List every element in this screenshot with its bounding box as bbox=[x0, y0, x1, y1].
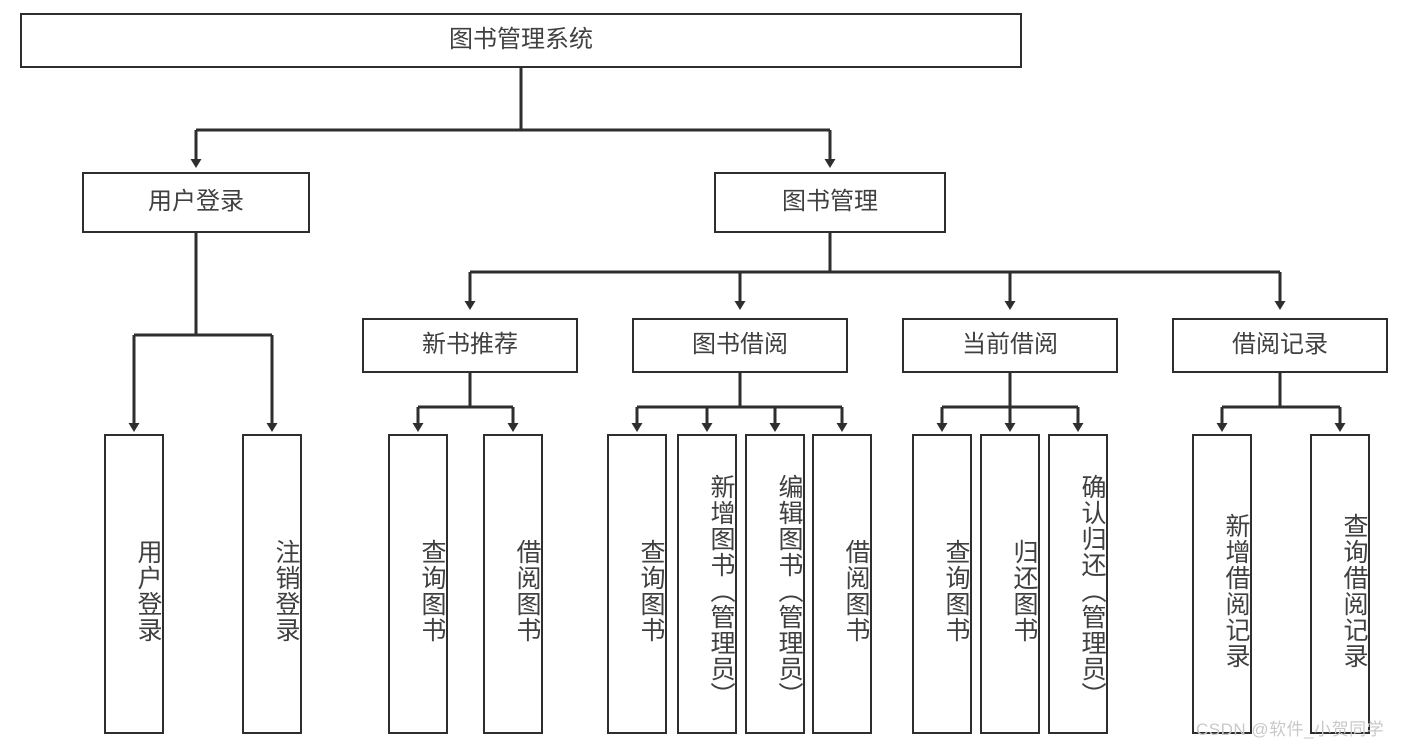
node-label: 图书借阅 bbox=[692, 331, 788, 359]
node-leaf-borrow-book-1[interactable]: 借阅图书 bbox=[483, 434, 543, 734]
node-new-book-recommend[interactable]: 新书推荐 bbox=[362, 318, 578, 373]
node-label: 新书推荐 bbox=[422, 331, 518, 359]
node-leaf-query-book-3[interactable]: 查询图书 bbox=[912, 434, 972, 734]
node-label: 借阅图书 bbox=[513, 539, 541, 643]
node-book-manage[interactable]: 图书管理 bbox=[714, 172, 946, 233]
node-leaf-add-book[interactable]: 新增图书（管理员） bbox=[677, 434, 737, 734]
node-label: 图书管理 bbox=[782, 188, 878, 216]
node-label: 查询借阅记录 bbox=[1340, 513, 1368, 669]
node-label: 借阅图书 bbox=[842, 539, 870, 643]
csdn-watermark: CSDN @软件_小贺同学 bbox=[1196, 720, 1385, 739]
node-label: 新增图书（管理员） bbox=[707, 474, 735, 708]
node-user-login[interactable]: 用户登录 bbox=[82, 172, 310, 233]
node-label: 图书管理系统 bbox=[449, 26, 593, 54]
node-borrow-record[interactable]: 借阅记录 bbox=[1172, 318, 1388, 373]
node-leaf-return-book[interactable]: 归还图书 bbox=[980, 434, 1040, 734]
node-leaf-query-record[interactable]: 查询借阅记录 bbox=[1310, 434, 1370, 734]
node-book-management-system[interactable]: 图书管理系统 bbox=[20, 13, 1022, 68]
node-label: 新增借阅记录 bbox=[1222, 513, 1250, 669]
node-label: 查询图书 bbox=[942, 539, 970, 643]
node-leaf-add-record[interactable]: 新增借阅记录 bbox=[1192, 434, 1252, 734]
node-leaf-query-book-1[interactable]: 查询图书 bbox=[388, 434, 448, 734]
node-book-borrow[interactable]: 图书借阅 bbox=[632, 318, 848, 373]
node-label: 当前借阅 bbox=[962, 331, 1058, 359]
node-leaf-user-login[interactable]: 用户登录 bbox=[104, 434, 164, 734]
node-leaf-query-book-2[interactable]: 查询图书 bbox=[607, 434, 667, 734]
node-label: 用户登录 bbox=[148, 188, 244, 216]
node-label: 注销登录 bbox=[272, 539, 300, 643]
node-leaf-borrow-book-2[interactable]: 借阅图书 bbox=[812, 434, 872, 734]
node-current-borrow[interactable]: 当前借阅 bbox=[902, 318, 1118, 373]
node-label: 归还图书 bbox=[1010, 539, 1038, 643]
node-label: 用户登录 bbox=[134, 539, 162, 643]
node-leaf-logout[interactable]: 注销登录 bbox=[242, 434, 302, 734]
node-leaf-edit-book[interactable]: 编辑图书（管理员） bbox=[745, 434, 805, 734]
node-leaf-confirm-return[interactable]: 确认归还（管理员） bbox=[1048, 434, 1108, 734]
node-label: 查询图书 bbox=[637, 539, 665, 643]
node-label: 确认归还（管理员） bbox=[1078, 474, 1106, 708]
node-label: 编辑图书（管理员） bbox=[775, 474, 803, 708]
node-label: 查询图书 bbox=[418, 539, 446, 643]
node-label: 借阅记录 bbox=[1232, 331, 1328, 359]
